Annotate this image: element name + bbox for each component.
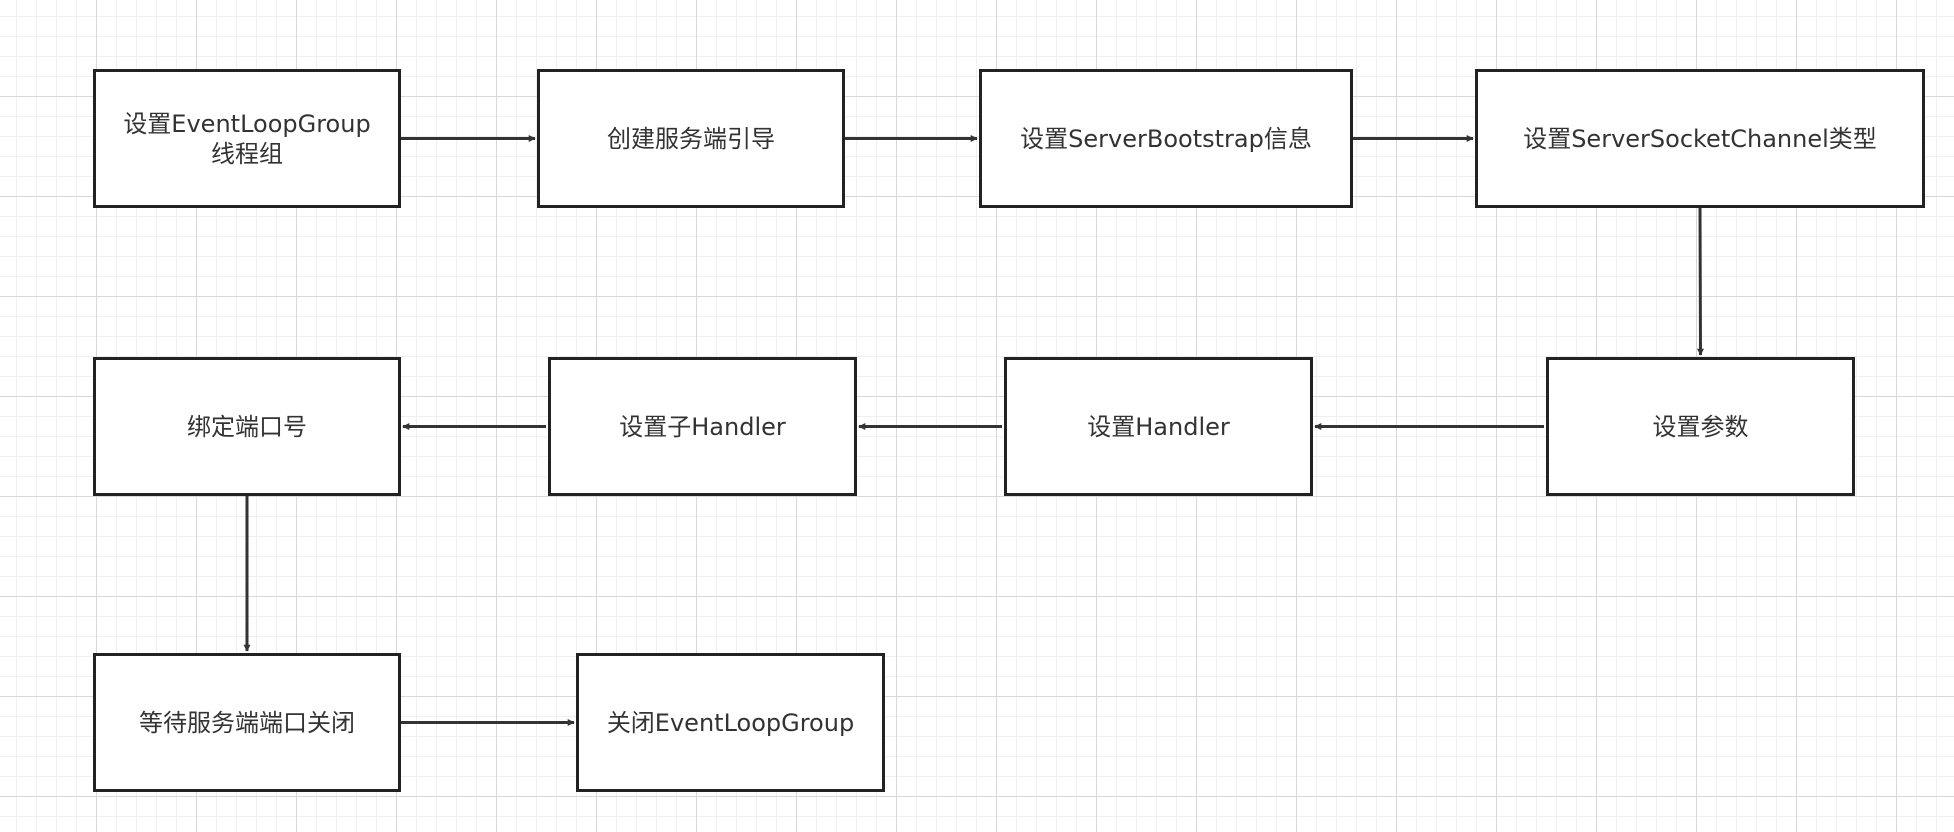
- edge-n3-to-n4: [1696, 207, 1704, 356]
- node-set-child-handler: 设置子Handler: [548, 357, 857, 496]
- node-wait-close: 等待服务端端口关闭: [93, 653, 401, 792]
- node-set-handler: 设置Handler: [1004, 357, 1313, 496]
- node-set-serverbootstrap-info: 设置ServerBootstrap信息: [979, 69, 1353, 208]
- node-set-eventloopgroup: 设置EventLoopGroup 线程组: [93, 69, 401, 208]
- node-set-channel-type: 设置ServerSocketChannel类型: [1475, 69, 1925, 208]
- node-bind-port: 绑定端口号: [93, 357, 401, 496]
- node-close-eventloopgroup: 关闭EventLoopGroup: [576, 653, 885, 792]
- node-create-server-bootstrap: 创建服务端引导: [537, 69, 845, 208]
- node-set-options: 设置参数: [1546, 357, 1855, 496]
